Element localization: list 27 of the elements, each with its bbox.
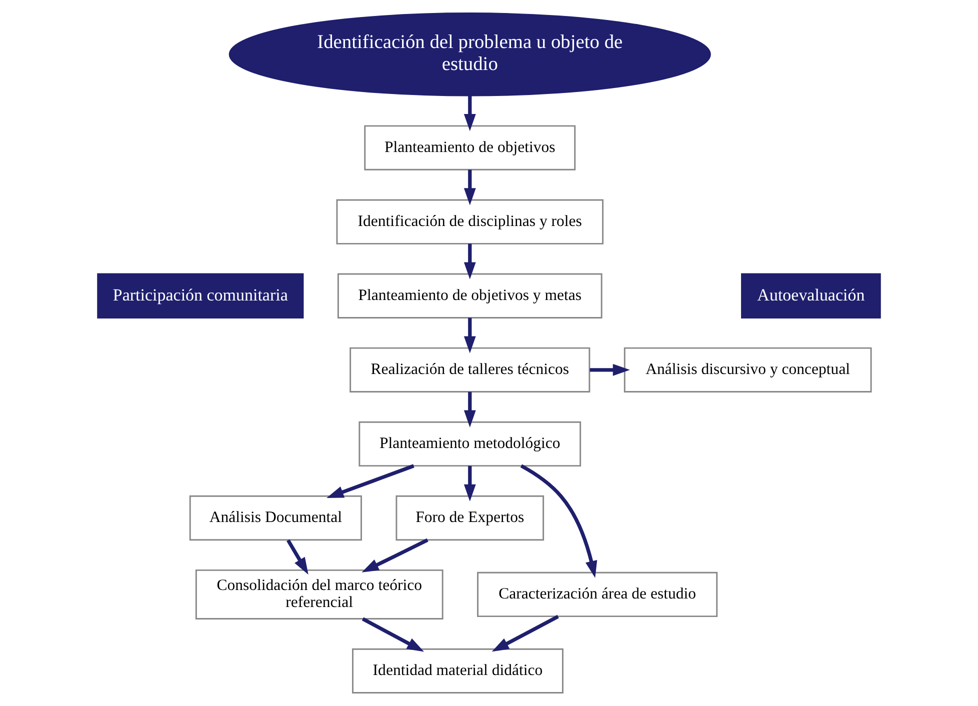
- label: Participación comunitaria: [112, 285, 288, 304]
- arrow: [464, 318, 476, 354]
- node-box: Análisis discursivo y conceptual: [624, 347, 872, 392]
- node-box: Análisis Documental: [189, 495, 362, 541]
- arrow: [590, 364, 630, 376]
- arrow: [492, 614, 559, 652]
- node-box: Identificación de disciplinas y roles: [336, 199, 604, 244]
- node-box: Foro de Expertos: [396, 495, 544, 541]
- arrow: [362, 617, 424, 652]
- arrow: [464, 392, 476, 428]
- arrow: [464, 244, 476, 280]
- node-box: Planteamiento de objetivos y metas: [337, 273, 602, 318]
- arrow: [520, 464, 598, 578]
- arrow: [464, 466, 476, 502]
- label: Autoevaluación: [757, 285, 865, 304]
- node-box: Realización de talleres técnicos: [350, 347, 590, 392]
- node-box: Planteamiento de objetivos: [364, 125, 576, 170]
- node-box: Planteamiento metodológico: [358, 421, 582, 467]
- arrow: [464, 170, 476, 206]
- arrow: [362, 538, 428, 572]
- node-box: Consolidación del marco teórico referencial: [195, 569, 444, 620]
- node-box: Caracterización área de estudio: [477, 572, 718, 618]
- arrow: [464, 96, 476, 132]
- arrow: [326, 464, 414, 498]
- node-ellipse: Identificación del problema u objeto de estudio: [228, 12, 711, 96]
- node-box: Identidad material didático: [352, 648, 564, 694]
- arrow: [286, 539, 308, 575]
